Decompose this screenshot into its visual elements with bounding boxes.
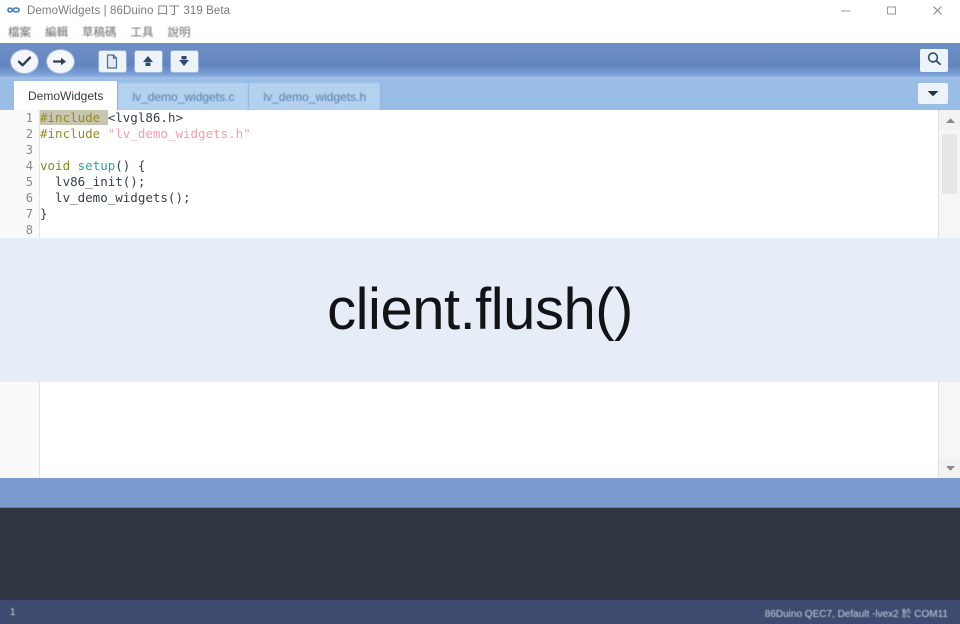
status-bar: 1 86Duino QEC7, Default -lvex2 於 COM11 bbox=[0, 600, 960, 624]
menu-item-help[interactable]: 說明 bbox=[167, 26, 191, 39]
arrow-right-icon bbox=[46, 49, 74, 73]
code-token: } bbox=[40, 206, 48, 221]
line-number: 2 bbox=[25, 127, 33, 141]
new-file-icon bbox=[98, 50, 126, 72]
code-token: "lv_demo_widgets.h" bbox=[107, 126, 251, 141]
arrow-up-icon bbox=[134, 50, 162, 72]
code-token: setup bbox=[77, 158, 116, 173]
scroll-up-button[interactable] bbox=[939, 110, 960, 130]
tab-lv-demo-widgets-h[interactable]: lv_demo_widgets.h bbox=[249, 83, 382, 110]
tab-lv-demo-widgets-c[interactable]: lv_demo_widgets.c bbox=[118, 83, 250, 110]
window-controls bbox=[822, 0, 960, 20]
menu-item-file[interactable]: 檔案 bbox=[8, 26, 31, 39]
code-line bbox=[40, 142, 938, 158]
code-line: #include "lv_demo_widgets.h" bbox=[40, 126, 938, 142]
tab-strip: DemoWidgets lv_demo_widgets.c lv_demo_wi… bbox=[14, 81, 382, 110]
line-number: 1 bbox=[25, 111, 33, 125]
title-bar: DemoWidgets | 86Duino 口丁 319 Beta bbox=[0, 0, 960, 20]
serial-monitor-button[interactable] bbox=[920, 49, 948, 72]
line-number: 6 bbox=[25, 191, 33, 205]
menu-item-edit[interactable]: 編輯 bbox=[45, 26, 68, 39]
code-line: } bbox=[40, 206, 938, 222]
code-line bbox=[40, 222, 938, 238]
tab-bar: DemoWidgets lv_demo_widgets.c lv_demo_wi… bbox=[0, 79, 960, 110]
upload-button[interactable] bbox=[44, 49, 76, 74]
check-icon bbox=[10, 49, 38, 73]
menu-bar: 檔案 編輯 草稿碼 工具 說明 bbox=[0, 20, 960, 43]
line-number: 3 bbox=[25, 143, 33, 157]
scroll-down-button[interactable] bbox=[939, 458, 960, 478]
line-number: 4 bbox=[25, 159, 33, 173]
maximize-icon[interactable] bbox=[868, 0, 914, 20]
code-line: void setup() { bbox=[40, 158, 938, 174]
toolbar bbox=[0, 43, 960, 79]
code-token: #include bbox=[40, 110, 108, 125]
chevron-down-icon bbox=[926, 85, 940, 103]
arrow-down-icon bbox=[170, 50, 198, 72]
code-token: lv86_init(); bbox=[40, 174, 146, 189]
line-number: 8 bbox=[25, 223, 33, 237]
code-line: lv_demo_widgets(); bbox=[40, 190, 938, 206]
overlay-text: client.flush() bbox=[327, 277, 633, 342]
board-info: 86Duino QEC7, Default -lvex2 於 COM11 bbox=[764, 608, 948, 620]
window-title: DemoWidgets | 86Duino 口丁 319 Beta bbox=[27, 5, 231, 17]
scrollbar-thumb[interactable] bbox=[942, 134, 957, 194]
console-output[interactable] bbox=[0, 508, 960, 600]
line-indicator: 1 bbox=[10, 606, 16, 618]
status-strip bbox=[0, 478, 960, 508]
code-line: lv86_init(); bbox=[40, 174, 938, 190]
magnifier-icon bbox=[926, 51, 942, 71]
open-button[interactable] bbox=[132, 49, 164, 74]
verify-button[interactable] bbox=[8, 49, 40, 74]
arduino-leaf-icon bbox=[7, 3, 21, 17]
line-number: 5 bbox=[25, 175, 33, 189]
code-token: () { bbox=[115, 158, 146, 173]
overlay-banner: client.flush() bbox=[0, 238, 960, 382]
tab-demowidgets[interactable]: DemoWidgets bbox=[14, 81, 119, 110]
console-text bbox=[0, 508, 960, 520]
code-token: void bbox=[40, 158, 78, 173]
code-line: #include <lvgl86.h> bbox=[40, 110, 938, 126]
code-token: lv_demo_widgets(); bbox=[40, 190, 191, 205]
minimize-icon[interactable] bbox=[822, 0, 868, 20]
close-icon[interactable] bbox=[914, 0, 960, 20]
menu-item-sketch[interactable]: 草稿碼 bbox=[82, 26, 117, 39]
new-button[interactable] bbox=[96, 49, 128, 74]
tab-dropdown-button[interactable] bbox=[918, 83, 948, 104]
code-token: <lvgl86.h> bbox=[107, 110, 183, 125]
code-token: #include bbox=[40, 126, 108, 141]
menu-item-tools[interactable]: 工具 bbox=[130, 26, 154, 39]
line-number: 7 bbox=[25, 207, 33, 221]
save-button[interactable] bbox=[168, 49, 200, 74]
